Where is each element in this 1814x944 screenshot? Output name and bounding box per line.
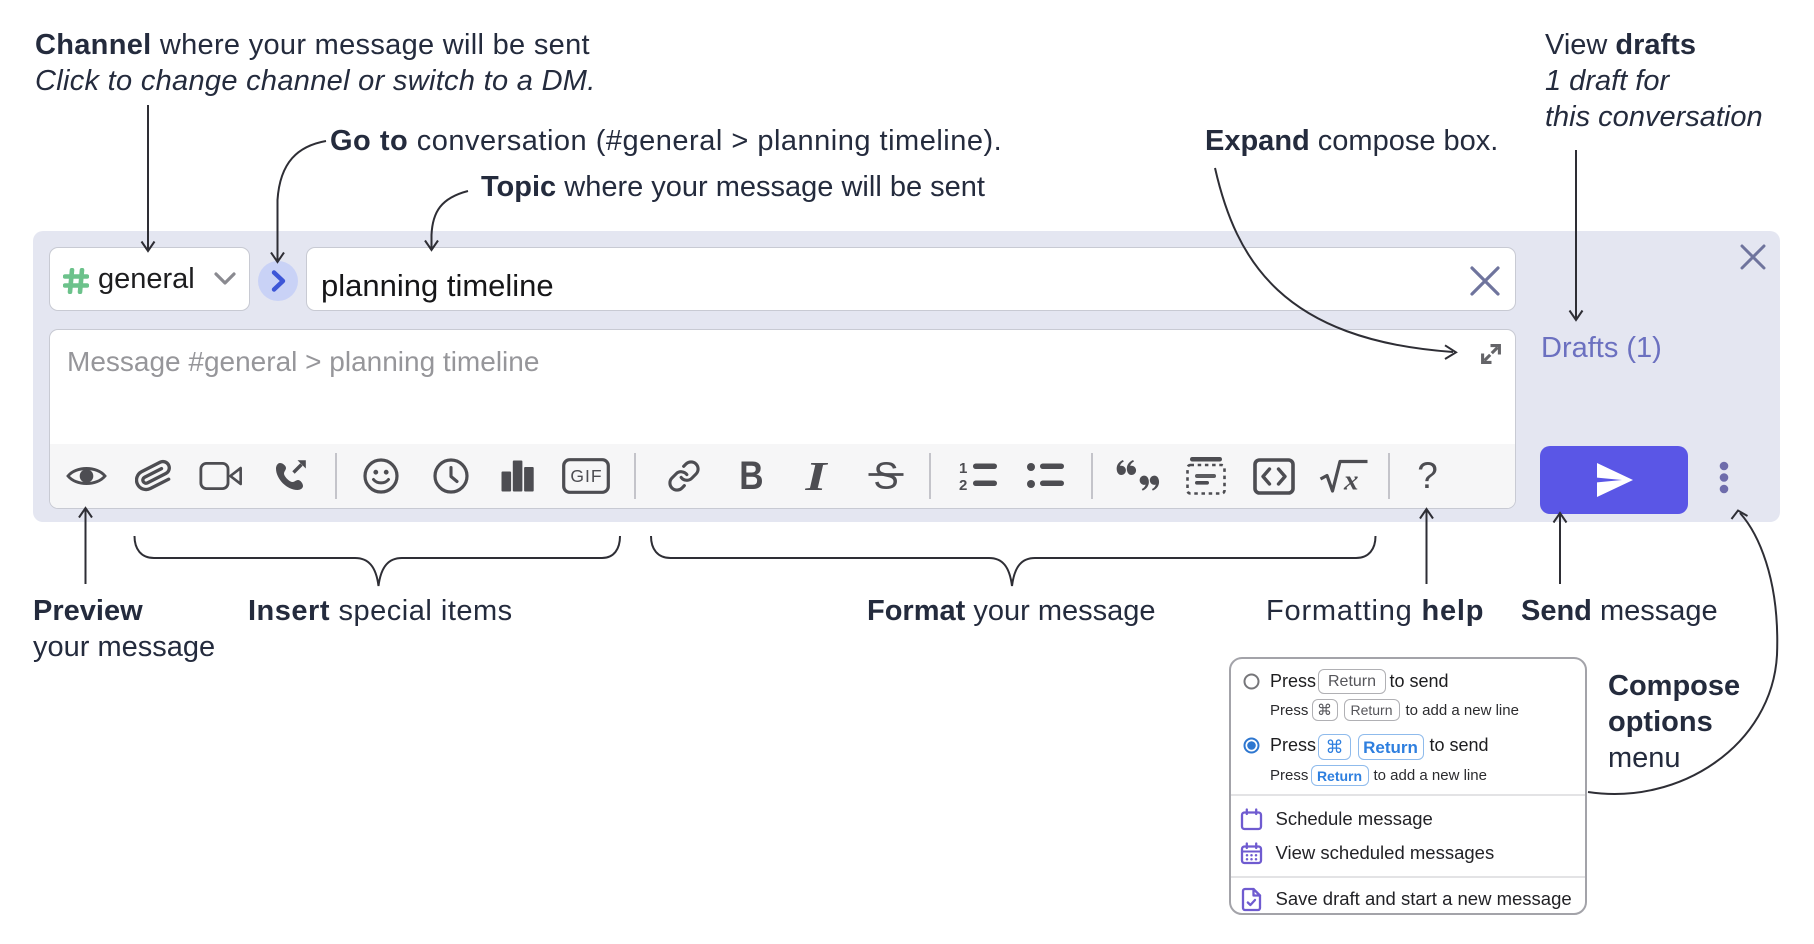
svg-text:GIF: GIF <box>570 466 602 486</box>
svg-text:x: x <box>1343 464 1359 495</box>
svg-text:2: 2 <box>959 477 967 492</box>
svg-text:S: S <box>873 457 898 495</box>
svg-text:1: 1 <box>959 460 967 477</box>
